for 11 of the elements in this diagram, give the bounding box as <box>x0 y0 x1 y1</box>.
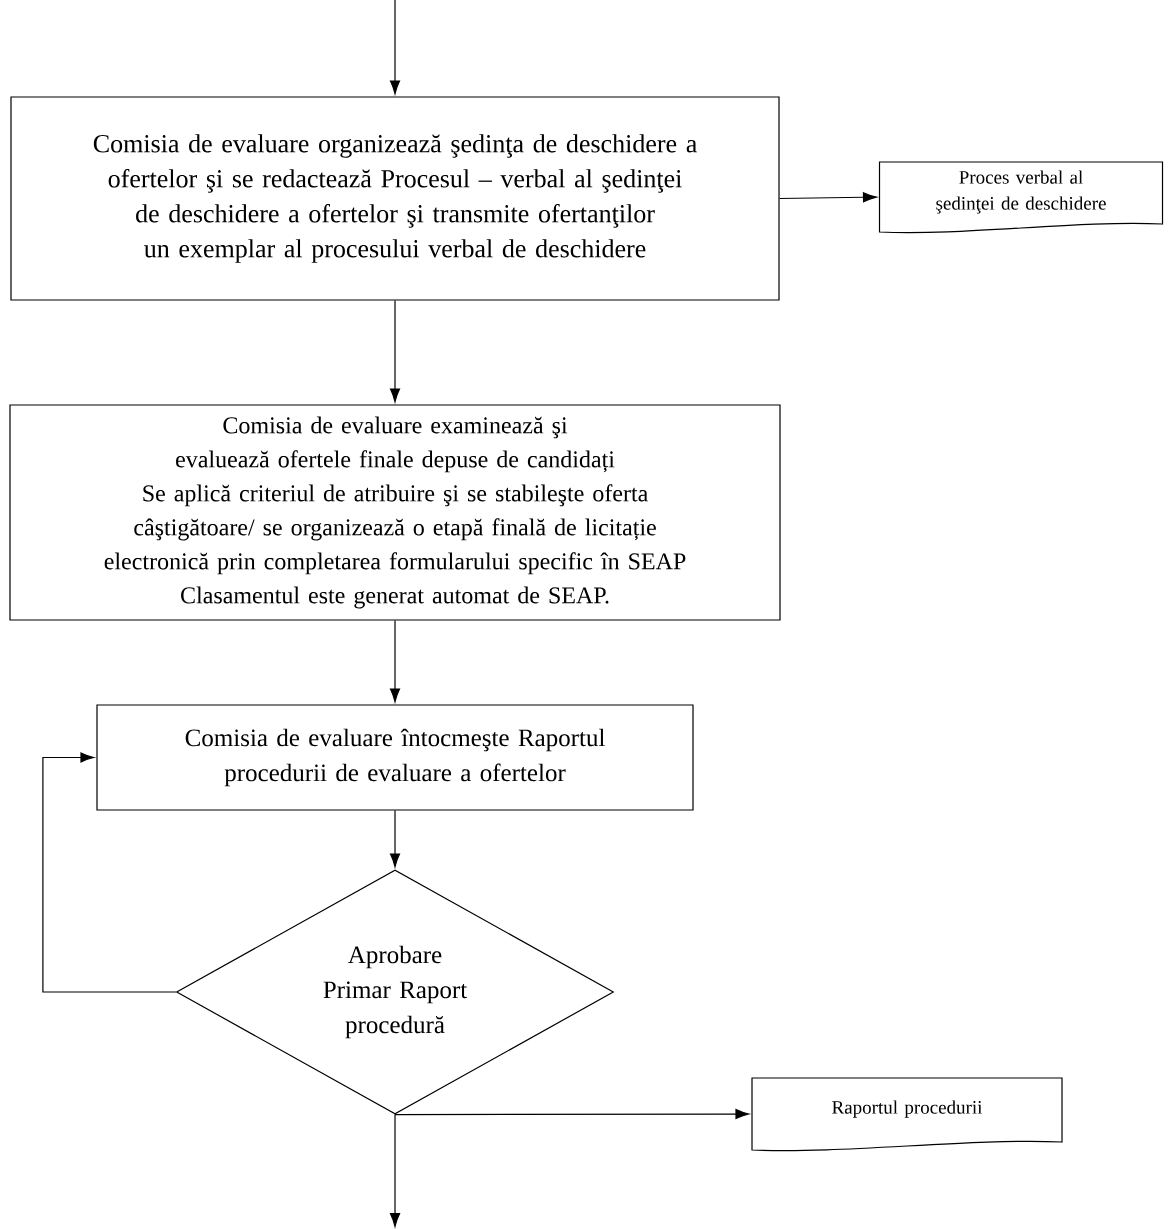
arrow <box>389 810 401 868</box>
arrow <box>389 620 401 703</box>
process-box: Comisia de evaluare organizează şedinţa de deschidere a ofertelor şi se redactează Procesul – verbal al şedinţei de deschidere a ofertelor şi transmite ofertanţilor un exemplar al procesului verbal de deschidere <box>10 96 780 301</box>
arrow <box>389 300 401 403</box>
arrow <box>389 1114 401 1227</box>
arrow <box>779 192 877 203</box>
arrow <box>42 752 177 993</box>
process-box: Comisia de evaluare întocmeşte Raportul procedurii de evaluare a ofertelor <box>96 704 694 811</box>
process-box: Comisia de evaluare examinează şi evaluează ofertele finale depuse de candidați Se aplică criteriul de atribuire şi se stabileşte oferta câştigătoare/ se organizează o etapă finală de licitație electronică prin completarea formularului specific în SEAP Clasamentul este generat automat de SEAP. <box>9 404 781 621</box>
arrow <box>389 0 401 95</box>
arrow <box>394 1108 750 1120</box>
